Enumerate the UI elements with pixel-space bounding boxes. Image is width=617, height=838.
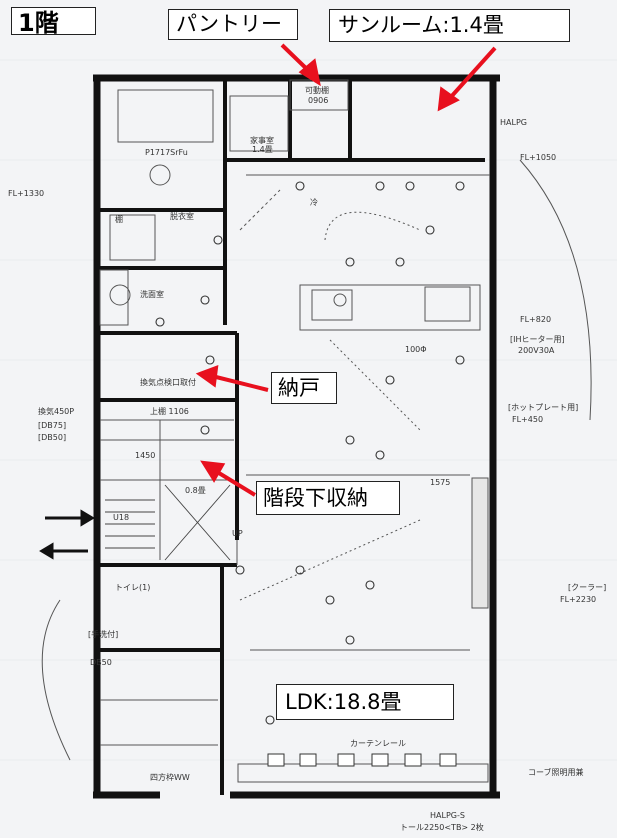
label-vent: 換気点検口取付 xyxy=(140,377,196,387)
label-toilet1: トイレ(1) xyxy=(115,583,150,592)
label-hotplate-fl: FL+450 xyxy=(512,415,543,424)
floor-title: 1階 xyxy=(11,7,96,35)
label-four-wall: 四方枠WW xyxy=(150,772,190,782)
label-cooler: [クーラー] xyxy=(568,583,606,592)
label-fans: 換気450P xyxy=(38,406,74,416)
plan-text: 可動棚 0906 家事室 1.4畳 P1717SrFu 脱衣室 棚 洗面室 換気… xyxy=(8,85,606,832)
label-halpg: HALPG xyxy=(500,118,527,127)
label-shelf: 棚 xyxy=(115,214,123,224)
label-bottom-light2: トール2250<TB> 2枚 xyxy=(400,822,484,832)
callout-under-stair-storage: 階段下収納 xyxy=(256,481,400,515)
label-fl1050: FL+1050 xyxy=(520,153,556,162)
label-hotplate: [ホットプレート用] xyxy=(508,403,578,412)
stair xyxy=(105,484,231,561)
light-fixtures xyxy=(155,181,465,725)
callout-closet: 納戸 xyxy=(271,372,337,404)
label-sliding-no: 0906 xyxy=(308,96,328,105)
callout-pantry: パントリー xyxy=(168,9,298,40)
label-size-1450: 1450 xyxy=(135,451,155,460)
label-unit-bath: P1717SrFu xyxy=(145,148,188,157)
label-heater: [IHヒーター用] xyxy=(510,335,565,344)
air-arrows xyxy=(39,509,95,560)
label-kitchen: 冷 xyxy=(310,197,318,207)
red-arrows xyxy=(195,43,497,497)
label-fl2230: FL+2230 xyxy=(560,595,596,604)
label-stair: U18 xyxy=(113,513,129,522)
callout-sunroom: サンルーム:1.4畳 xyxy=(329,9,570,42)
label-fl820: FL+820 xyxy=(520,315,551,324)
label-entrance-storage: 上棚 1106 xyxy=(150,406,189,416)
label-under-stair-size: 0.8畳 xyxy=(185,486,206,495)
label-cornice: コーブ照明用兼 xyxy=(528,767,584,777)
label-housework-size: 1.4畳 xyxy=(252,145,273,154)
label-fl1330: FL+1330 xyxy=(8,189,44,198)
ga-boxes xyxy=(267,753,457,767)
label-housework: 家事室 xyxy=(250,135,274,145)
label-db75: [DB75] xyxy=(38,421,66,430)
detail-lines xyxy=(41,79,592,783)
label-wash-room: 脱衣室 xyxy=(170,211,194,221)
label-up: UP xyxy=(232,529,243,538)
label-toilet-hand: [手洗付] xyxy=(88,629,118,639)
label-size-1575: 1575 xyxy=(430,478,450,487)
outer-walls xyxy=(93,74,500,799)
label-sliding: 可動棚 xyxy=(305,85,329,95)
label-curtain: カーテンレール xyxy=(350,739,406,748)
label-bottom-light: HALPG-S xyxy=(430,811,465,820)
callout-ldk: LDK:18.8畳 xyxy=(276,684,454,720)
label-heater-val: 200V30A xyxy=(518,346,555,355)
label-laundry: 洗面室 xyxy=(140,289,164,299)
label-db50: [DB50] xyxy=(38,433,66,442)
label-size-100: 100Φ xyxy=(405,345,427,354)
interior-walls xyxy=(97,78,485,795)
label-db50-2: DB50 xyxy=(90,658,112,667)
